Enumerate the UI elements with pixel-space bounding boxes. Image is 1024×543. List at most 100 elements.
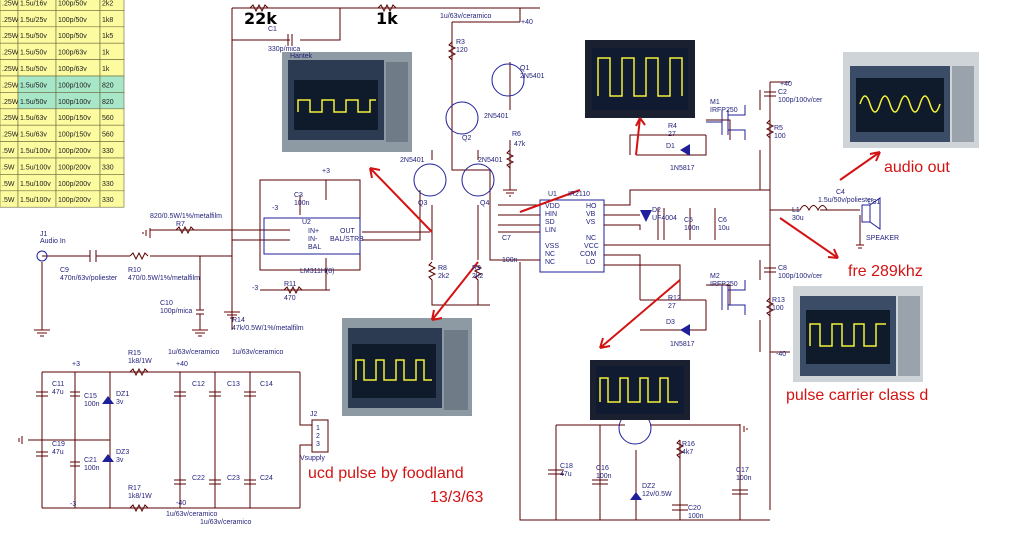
r3-ref: R3: [456, 39, 465, 46]
d2-diode: [640, 210, 652, 222]
dz3-value: 3v: [116, 457, 124, 464]
table-cell-text: .25W: [2, 0, 19, 7]
r14-ref: R14: [232, 317, 245, 324]
c6-ref: C6: [718, 217, 727, 224]
u2-out: OUT: [340, 228, 356, 235]
c21-value: 100n: [84, 465, 100, 472]
c24-ref: C24: [260, 475, 273, 482]
c2-value: 100p/100v/cer: [778, 97, 823, 104]
r13-ref: R13: [772, 297, 785, 304]
audio-out-label: audio out: [884, 159, 950, 176]
table-cell-text: 100p/50v: [58, 33, 87, 40]
c14-ref: C14: [260, 381, 273, 388]
ps-cap-top-a: 1u/63v/ceramico: [168, 349, 219, 356]
c12-ref: C12: [192, 381, 205, 388]
table-cell-text: 1.5u/50v: [20, 82, 47, 89]
table-cell-text: 100p/200v: [58, 148, 91, 155]
table-cell-text: .5W: [2, 197, 15, 204]
plus40-right: +40: [780, 81, 792, 88]
r8-value: 2k2: [438, 273, 449, 280]
table-cell-text: 100p/150v: [58, 115, 91, 122]
r10-value: 470/0.5W/1%/metalfilm: [128, 275, 200, 282]
c22-ref: C22: [192, 475, 205, 482]
q4-ref: Q4: [480, 200, 489, 207]
speaker-label: SPEAKER: [866, 235, 899, 242]
minus3-a: -3: [272, 205, 278, 212]
table-cell-text: 100p/150v: [58, 132, 91, 139]
schematic-wires: [28, 3, 861, 521]
c1-value: 330p/mica: [268, 46, 300, 53]
d1-value: 1N5817: [670, 165, 695, 172]
table-cell-text: 1k: [102, 66, 110, 73]
r10-ref: R10: [128, 267, 141, 274]
c17-ref: C17: [736, 467, 749, 474]
table-cell-text: .5W: [2, 148, 15, 155]
j2-pin2: 2: [316, 433, 320, 440]
diodes: [102, 144, 690, 500]
u2-bal: BAL: [308, 244, 321, 251]
d2-value: UF4004: [652, 215, 677, 222]
ps-minus3: -3: [70, 501, 76, 508]
j2-ref: J2: [310, 411, 318, 418]
r12-value: 27: [668, 303, 676, 310]
table-cell-text: 100p/200v: [58, 164, 91, 171]
ps-cap-bot-a: 1u/63v/ceramico: [166, 511, 217, 518]
r17-value: 1k8/1W: [128, 493, 152, 500]
r7-value: 820/0.5W/1%/metalfilm: [150, 213, 222, 220]
r9-value: 2k2: [472, 273, 483, 280]
r7-ref: R7: [176, 221, 185, 228]
plus40-top: +40: [521, 19, 533, 26]
dz1-value: 3v: [116, 399, 124, 406]
r17-ref: R17: [128, 485, 141, 492]
ps-minus40: -40: [176, 500, 186, 507]
d3-value: 1N5817: [670, 341, 695, 348]
table-cell-text: 100p/100v: [58, 82, 91, 89]
j1-ref: J1: [40, 231, 48, 238]
table-cell-text: 1.5u/63v: [20, 115, 47, 122]
u1-ref: U1: [548, 191, 557, 198]
c15-ref: C15: [84, 393, 97, 400]
m2-value: IRFP250: [710, 281, 738, 288]
r13-value: 100: [772, 305, 784, 312]
c21-ref: C21: [84, 457, 97, 464]
c17-value: 100n: [736, 475, 752, 482]
r-top1-label: 22k: [244, 9, 277, 28]
svg-text:NC: NC: [545, 259, 555, 266]
d1-ref: D1: [666, 143, 675, 150]
q2-symbol: [445, 101, 479, 135]
table-cell-text: .25W: [2, 82, 19, 89]
c1-ref: C1: [268, 26, 277, 33]
table-cell-text: 1.5u/100v: [20, 164, 51, 171]
q1-ref: Q1: [520, 65, 529, 72]
scope-1-brand: Hantek: [290, 53, 313, 60]
scope-4: [342, 318, 472, 416]
c16-ref: C16: [596, 465, 609, 472]
svg-text:NC: NC: [586, 235, 596, 242]
c9-value: 470n/63v/poliester: [60, 275, 118, 282]
svg-text:VDD: VDD: [545, 203, 560, 210]
u2-bal-strb: BAL/STRB: [330, 236, 364, 243]
dz3-diode: [102, 454, 114, 462]
table-cell-text: 1.5u/25v: [20, 17, 47, 24]
red-annotations: audio out fre 289khz pulse carrier class…: [308, 159, 950, 506]
c6-value: 10u: [718, 225, 730, 232]
svg-text:VSS: VSS: [545, 243, 559, 250]
c3-ref: C3: [294, 192, 303, 199]
table-cell-text: 100p/50v: [58, 0, 87, 7]
j2-connector: [311, 419, 329, 453]
speaker-symbol: [861, 197, 881, 230]
c4-ref: C4: [836, 189, 845, 196]
d3-diode: [680, 324, 690, 336]
c2-ref: C2: [778, 89, 787, 96]
u1-right-pins: HO VB VS NC VCC COM LO: [580, 203, 599, 266]
table-cell-text: 820: [102, 82, 114, 89]
c3-value: 100n: [294, 200, 310, 207]
table-cell-text: .25W: [2, 115, 19, 122]
c15-value: 100n: [84, 401, 100, 408]
